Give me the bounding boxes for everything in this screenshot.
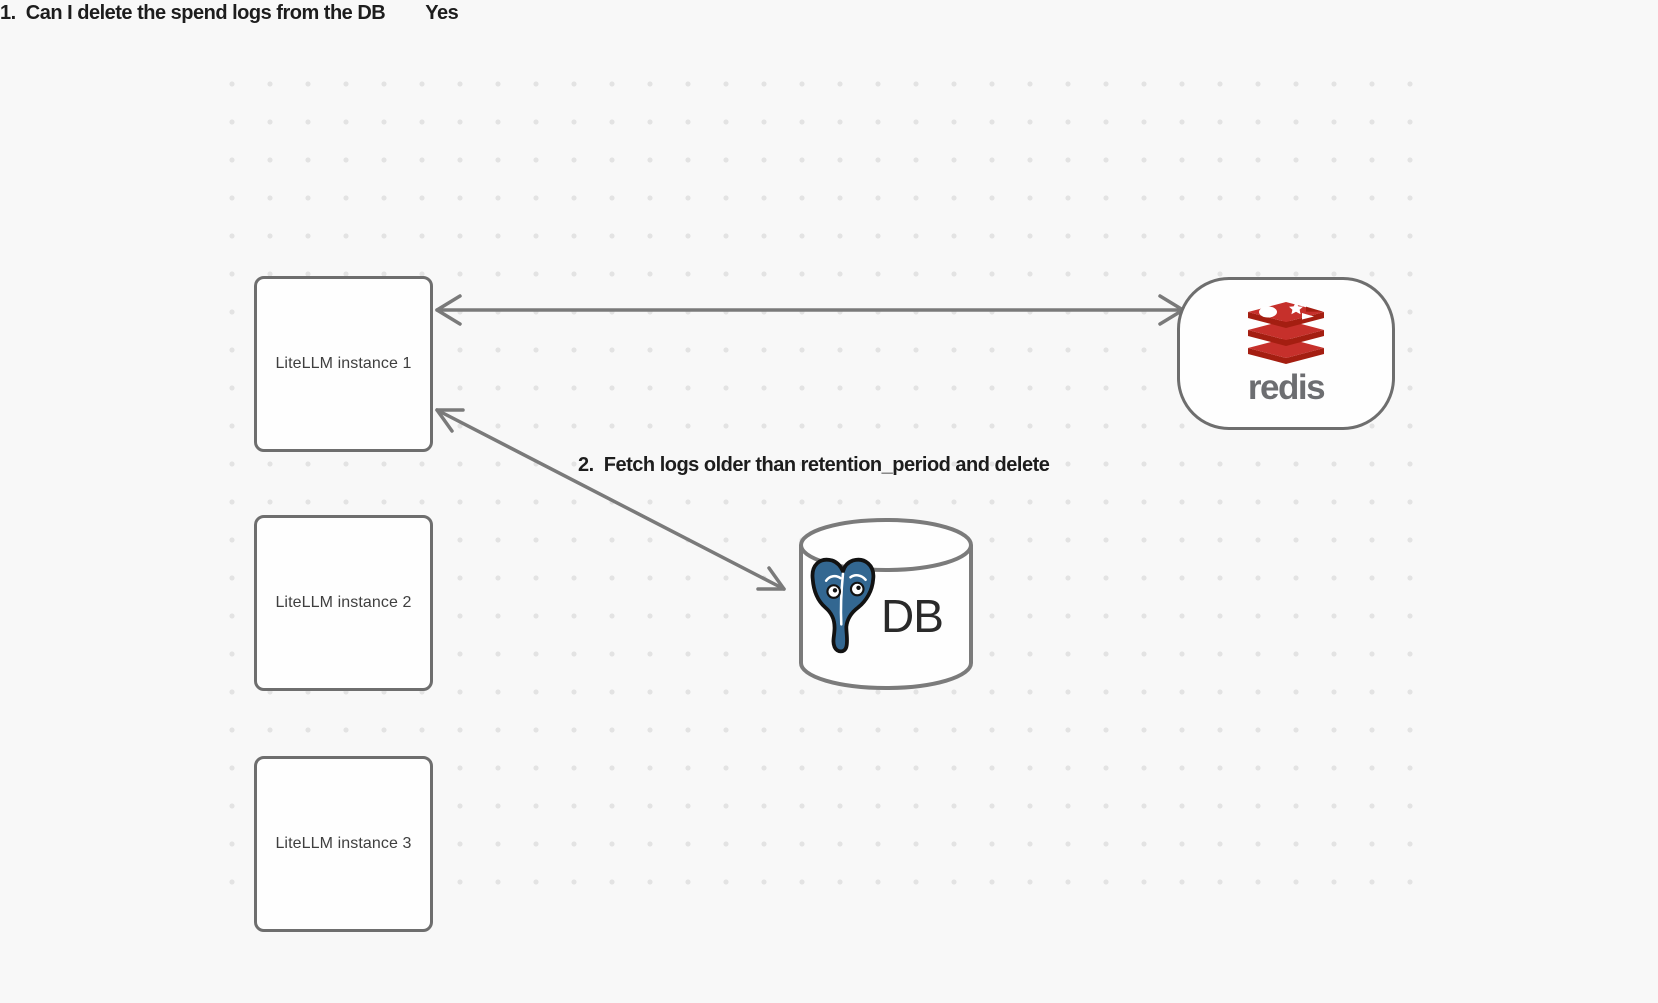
- arrow-2-line: [435, 408, 786, 591]
- arrow-1-label: 1. Can I delete the spend logs from the …: [0, 2, 386, 24]
- arrow-1-response-label: Yes: [425, 2, 459, 24]
- redis-node: redis: [1177, 277, 1395, 430]
- arrow-2-head-start-icon: [435, 408, 465, 433]
- litellm-instance-3-label: LiteLLM instance 3: [275, 835, 412, 852]
- litellm-instance-1-label: LiteLLM instance 1: [275, 355, 412, 372]
- litellm-instance-2-label: LiteLLM instance 2: [275, 594, 412, 611]
- arrow-1-label-row: 1. Can I delete the spend logs from the …: [0, 0, 1658, 26]
- litellm-instance-2-node: LiteLLM instance 2: [254, 515, 433, 691]
- litellm-instance-1-node: LiteLLM instance 1: [254, 276, 433, 452]
- postgresql-elephant-icon: [810, 557, 876, 654]
- redis-logo-icon: [1248, 302, 1324, 364]
- litellm-instance-3-node: LiteLLM instance 3: [254, 756, 433, 932]
- db-label: DB: [881, 590, 944, 642]
- arrow-2-label: 2. Fetch logs older than retention_perio…: [578, 454, 1050, 476]
- db-node: DB: [797, 515, 975, 693]
- arrow-2-head-end-icon: [756, 566, 786, 591]
- redis-wordmark: redis: [1247, 368, 1326, 407]
- arrow-1-head-left-icon: [435, 294, 462, 326]
